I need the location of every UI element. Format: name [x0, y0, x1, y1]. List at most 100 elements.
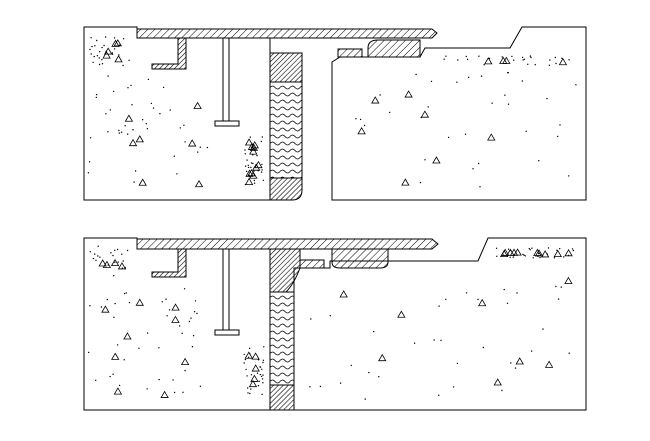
- aggregate-speck: [128, 301, 131, 304]
- aggregate-speck: [122, 38, 125, 40]
- aggregate-speck: [491, 102, 493, 104]
- aggregate-speck: [516, 292, 518, 294]
- aggregate-speck: [511, 55, 513, 58]
- aggregate-speck: [521, 56, 524, 59]
- aggregate-speck: [472, 168, 474, 170]
- aggregate-speck: [430, 80, 433, 83]
- aggregate-triangle: [113, 39, 122, 47]
- aggregate-speck: [509, 256, 511, 258]
- aggregate-speck: [124, 266, 126, 269]
- aggregate-speck: [262, 179, 264, 181]
- aggregate-speck: [112, 254, 114, 257]
- aggregate-speck: [262, 361, 264, 364]
- aggregate-triangle: [244, 177, 254, 186]
- rubber-seal-upper: [367, 39, 421, 58]
- aggregate-speck: [563, 256, 565, 258]
- aggregate-speck: [259, 373, 262, 376]
- aggregate-speck: [523, 58, 526, 60]
- aggregate-speck: [447, 136, 450, 139]
- aggregate-speck: [168, 309, 171, 311]
- aggregate-speck: [549, 59, 551, 61]
- filler-bottom-block-upper: [269, 177, 303, 201]
- aggregate-speck: [542, 254, 544, 256]
- aggregate-speck: [537, 255, 539, 258]
- aggregate-triangle: [251, 364, 260, 372]
- aggregate-triangle: [432, 156, 441, 164]
- aggregate-speck: [199, 385, 202, 387]
- aggregate-speck: [507, 103, 510, 105]
- aggregate-speck: [529, 55, 532, 57]
- right-slab-upper: [331, 26, 587, 201]
- aggregate-speck: [124, 267, 126, 270]
- aggregate-speck: [538, 160, 540, 162]
- aggregate-speck: [100, 306, 103, 308]
- aggregate-speck: [130, 84, 132, 87]
- aggregate-speck: [113, 316, 115, 318]
- aggregate-triangle: [250, 374, 259, 382]
- aggregate-triangle: [110, 258, 120, 267]
- aggregate-triangle: [251, 163, 261, 171]
- aggregate-speck: [424, 159, 426, 161]
- aggregate-speck: [244, 165, 247, 167]
- aggregate-triangle: [534, 249, 544, 257]
- aggregate-triangle: [251, 352, 260, 360]
- aggregate-speck: [127, 133, 129, 135]
- aggregate-speck: [104, 36, 107, 38]
- aggregate-speck: [568, 59, 570, 61]
- aggregate-speck: [179, 127, 181, 129]
- detail-upper: [83, 26, 587, 201]
- aggregate-triangle: [544, 360, 554, 368]
- aggregate-triangle: [160, 390, 169, 398]
- aggregate-speck: [90, 53, 92, 55]
- sealant-pad-small-lower: [299, 259, 325, 269]
- aggregate-speck: [244, 358, 247, 361]
- aggregate-speck: [389, 111, 391, 114]
- aggregate-speck: [478, 162, 480, 165]
- aggregate-speck: [260, 171, 263, 173]
- aggregate-speck: [196, 312, 198, 315]
- aggregate-speck: [250, 374, 253, 376]
- aggregate-speck: [112, 373, 114, 375]
- aggregate-triangle: [102, 51, 111, 59]
- aggregate-triangle: [401, 178, 410, 186]
- aggregate-speck: [250, 166, 252, 169]
- sealant-pad-small-upper: [337, 48, 363, 58]
- aggregate-speck: [176, 173, 178, 175]
- rubber-seal-lower: [331, 248, 389, 269]
- aggregate-triangle: [378, 353, 387, 362]
- aggregate-speck: [141, 119, 144, 121]
- aggregate-speck: [101, 59, 103, 61]
- aggregate-speck: [109, 375, 111, 378]
- aggregate-speck: [197, 151, 199, 153]
- aggregate-speck: [548, 64, 551, 67]
- aggregate-speck: [559, 124, 561, 126]
- aggregate-speck: [124, 125, 126, 127]
- aggregate-speck: [457, 59, 459, 61]
- aggregate-speck: [118, 129, 120, 132]
- compressible-filler-lower: [269, 291, 295, 386]
- aggregate-speck: [105, 113, 107, 115]
- aggregate-speck: [92, 257, 95, 260]
- aggregate-speck: [122, 260, 124, 262]
- aggregate-triangle: [171, 303, 180, 311]
- aggregate-speck: [172, 379, 174, 381]
- aggregate-speck: [206, 146, 209, 149]
- aggregate-speck: [319, 385, 322, 388]
- aggregate-speck: [183, 124, 185, 127]
- aggregate-speck: [531, 247, 533, 249]
- aggregate-speck: [438, 305, 440, 307]
- aggregate-triangle: [404, 90, 413, 98]
- aggregate-speck: [420, 116, 422, 119]
- aggregate-speck: [465, 292, 468, 294]
- aggregate-speck: [253, 182, 256, 184]
- aggregate-speck: [131, 104, 133, 106]
- aggregate-speck: [525, 130, 527, 132]
- aggregate-speck: [501, 56, 503, 58]
- aggregate-speck: [113, 90, 115, 93]
- aggregate-speck: [419, 181, 422, 184]
- aggregate-speck: [101, 63, 104, 65]
- aggregate-speck: [145, 123, 147, 125]
- aggregate-triangle: [124, 114, 134, 122]
- aggregate-speck: [363, 124, 366, 127]
- aggregate-speck: [530, 56, 532, 59]
